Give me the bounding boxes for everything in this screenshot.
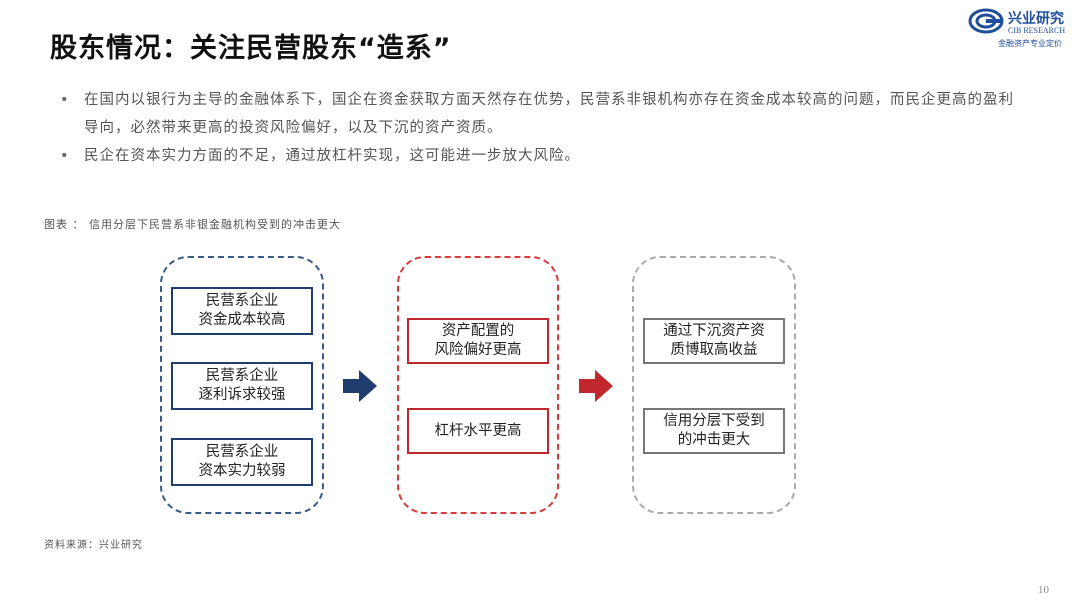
logo-en-text: CIB RESEARCH	[1008, 26, 1066, 35]
logo-tagline: 金融资产专业定价	[998, 39, 1062, 48]
bullet-item: • 民企在资本实力方面的不足，通过放杠杆实现，这可能进一步放大风险。	[60, 142, 1020, 170]
bullet-marker: •	[60, 92, 70, 108]
box-label: 信用分层下受到 的冲击更大	[663, 413, 765, 448]
logo-cn-text: 兴业研究	[1008, 11, 1064, 27]
bullet-list: • 在国内以银行为主导的金融体系下，国企在资金获取方面天然存在优势，民营系非银机…	[60, 86, 1020, 170]
diagram-box-greater-impact: 信用分层下受到 的冲击更大	[643, 408, 785, 454]
diagram-box-weak-capital: 民营系企业 资本实力较弱	[171, 438, 313, 486]
bullet-item: • 在国内以银行为主导的金融体系下，国企在资金获取方面天然存在优势，民营系非银机…	[60, 86, 1020, 142]
bullet-text: 在国内以银行为主导的金融体系下，国企在资金获取方面天然存在优势，民营系非银机构亦…	[84, 92, 1014, 136]
diagram-box-high-funding-cost: 民营系企业 资金成本较高	[171, 287, 313, 335]
box-label: 通过下沉资产资 质博取高收益	[663, 323, 765, 358]
group-outcomes	[632, 256, 796, 514]
arrow-right-icon	[343, 370, 377, 402]
bullet-text: 民企在资本实力方面的不足，通过放杠杆实现，这可能进一步放大风险。	[84, 148, 580, 164]
box-label: 民营系企业 逐利诉求较强	[198, 368, 286, 403]
source-note: 资料来源：兴业研究	[44, 540, 143, 551]
group-behaviors	[397, 256, 559, 514]
box-label: 杠杆水平更高	[434, 422, 522, 439]
page-title: 股东情况：关注民营股东“造系”	[50, 33, 452, 64]
group-causes	[160, 256, 324, 514]
diagram-box-downshift-assets: 通过下沉资产资 质博取高收益	[643, 318, 785, 364]
figure-caption: 图表 ： 信用分层下民营系非银金融机构受到的冲击更大	[44, 218, 341, 231]
box-label: 民营系企业 资金成本较高	[198, 293, 286, 328]
cib-logo: 兴业研究 CIB RESEARCH 金融资产专业定价	[968, 6, 1076, 50]
cib-logo-icon	[968, 8, 1004, 34]
box-label: 资产配置的 风险偏好更高	[434, 323, 522, 358]
box-label: 民营系企业 资本实力较弱	[198, 444, 286, 479]
arrow-right-icon	[579, 370, 613, 402]
diagram-box-risk-appetite: 资产配置的 风险偏好更高	[407, 318, 549, 364]
page-number: 10	[1038, 584, 1049, 596]
bullet-marker: •	[60, 148, 70, 164]
diagram-box-profit-seeking: 民营系企业 逐利诉求较强	[171, 362, 313, 410]
diagram-box-higher-leverage: 杠杆水平更高	[407, 408, 549, 454]
